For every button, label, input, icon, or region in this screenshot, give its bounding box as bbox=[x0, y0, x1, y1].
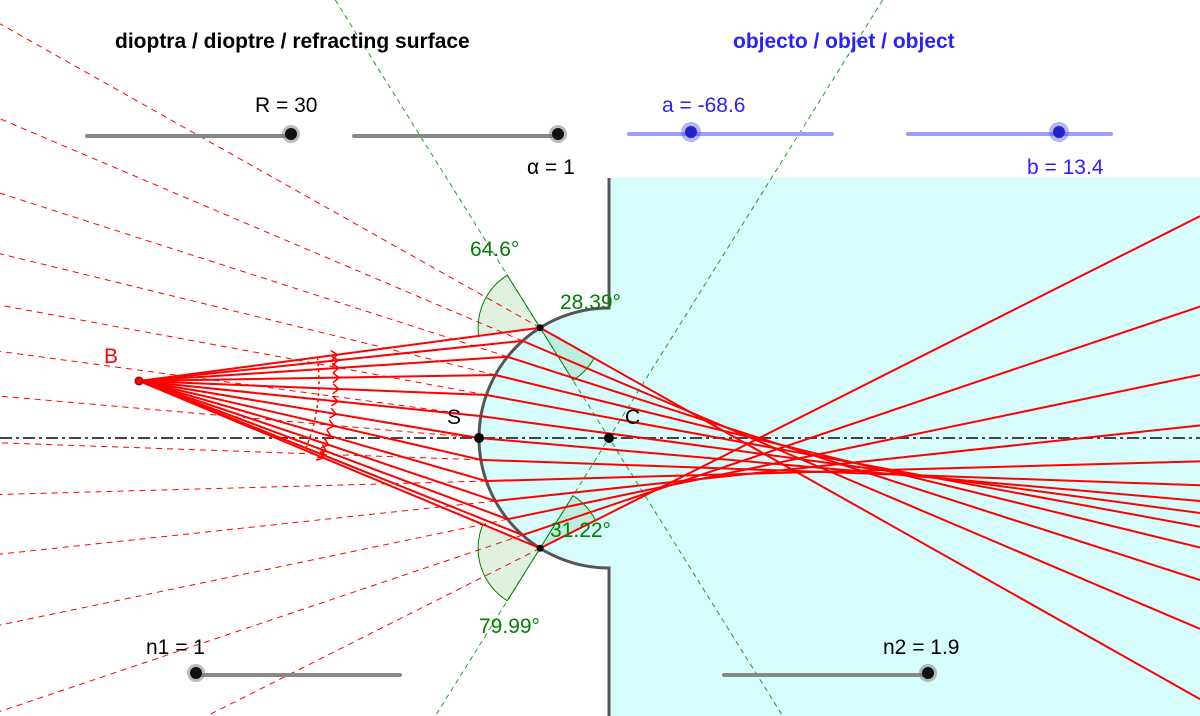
ray-direction-arrow bbox=[330, 349, 339, 361]
refracted-ray bbox=[486, 393, 1200, 528]
point-b-label: B bbox=[104, 345, 119, 368]
incident-angle-sector-bottom bbox=[477, 523, 541, 602]
refracted-ray bbox=[507, 373, 1200, 521]
angle-label-top-incident: 64.6° bbox=[470, 238, 520, 261]
virtual-ray-extension bbox=[0, 395, 480, 439]
n2-slider[interactable] bbox=[722, 667, 934, 679]
angle-label-bottom-refracted: 31.22° bbox=[550, 519, 611, 542]
virtual-ray-extension bbox=[0, 480, 487, 495]
refracted-ray bbox=[507, 355, 1200, 581]
virtual-ray-extension bbox=[0, 304, 487, 396]
n1-slider[interactable] bbox=[190, 667, 402, 679]
refracted-ray bbox=[486, 460, 1200, 483]
incident-ray bbox=[138, 380, 508, 521]
incident-ray bbox=[138, 380, 482, 461]
n1-slider-label: n1 = 1 bbox=[146, 636, 205, 659]
virtual-ray-extension bbox=[0, 118, 523, 342]
point-c bbox=[604, 433, 614, 443]
b-slider-label: b = 13.4 bbox=[1027, 156, 1104, 179]
incident-ray bbox=[138, 339, 523, 382]
virtual-ray-extension bbox=[0, 442, 481, 461]
ray-direction-arrow bbox=[331, 395, 340, 407]
incident-ray bbox=[138, 326, 541, 382]
incident-ray bbox=[138, 380, 541, 550]
refracted-ray bbox=[539, 215, 1200, 550]
hit-point-bottom bbox=[536, 544, 544, 552]
ray-direction-arrow bbox=[326, 419, 336, 431]
refracted-ray bbox=[478, 437, 1200, 502]
ray-direction-arrow bbox=[332, 372, 341, 384]
ray-direction-arrow bbox=[332, 383, 341, 395]
a-slider-knob[interactable] bbox=[685, 126, 698, 138]
point-s-label: S bbox=[447, 406, 462, 429]
ray-direction-arrow bbox=[323, 429, 333, 441]
surface-title: dioptra / dioptre / refracting surface bbox=[115, 30, 470, 53]
n2-slider-knob[interactable] bbox=[922, 667, 934, 679]
incident-ray bbox=[138, 355, 508, 382]
r-slider[interactable] bbox=[85, 128, 297, 140]
virtual-ray-extension bbox=[206, 547, 541, 716]
virtual-ray-extension bbox=[0, 23, 541, 329]
virtual-ray-extension bbox=[0, 350, 481, 417]
refracted-ray bbox=[480, 458, 1200, 487]
angle-label-bottom-incident: 79.99° bbox=[479, 615, 540, 638]
incident-ray bbox=[138, 380, 496, 502]
virtual-ray-extension bbox=[0, 253, 496, 376]
refracted-ray bbox=[522, 305, 1200, 537]
object-title: objecto / objet / object bbox=[733, 30, 955, 53]
angle-label-top-refracted: 28.39° bbox=[560, 291, 621, 314]
refracted-ray bbox=[495, 424, 1200, 503]
incident-angle-sector-top bbox=[477, 274, 541, 337]
incident-ray bbox=[138, 380, 487, 396]
virtual-ray-extension bbox=[0, 534, 523, 712]
incident-ray bbox=[138, 373, 496, 382]
b-slider-knob[interactable] bbox=[1053, 126, 1066, 138]
wavefront-arc bbox=[304, 357, 320, 451]
a-slider-label: a = -68.6 bbox=[662, 94, 746, 117]
incident-ray bbox=[138, 380, 481, 418]
alpha-slider-label: α = 1 bbox=[527, 156, 575, 179]
n2-slider-label: n2 = 1.9 bbox=[883, 636, 960, 659]
refracted-ray bbox=[539, 326, 1200, 700]
virtual-ray-extension bbox=[0, 518, 508, 626]
virtual-ray-extension bbox=[0, 192, 508, 358]
alpha-slider[interactable] bbox=[352, 128, 564, 140]
alpha-slider-knob[interactable] bbox=[552, 128, 564, 140]
normal-line-top bbox=[334, 0, 784, 716]
b-slider[interactable] bbox=[906, 126, 1113, 138]
incident-ray bbox=[138, 380, 480, 439]
hit-point-top bbox=[536, 324, 544, 332]
r-slider-knob[interactable] bbox=[285, 128, 297, 140]
medium-2-region bbox=[479, 178, 1200, 716]
point-s bbox=[474, 433, 484, 443]
ray-direction-arrow bbox=[331, 362, 340, 374]
a-slider[interactable] bbox=[627, 126, 834, 138]
ray-direction-arrow bbox=[315, 450, 325, 461]
r-slider-label: R = 30 bbox=[255, 94, 318, 117]
ray-direction-arrow bbox=[329, 407, 338, 419]
point-b bbox=[134, 376, 144, 386]
refracted-ray bbox=[522, 339, 1200, 630]
virtual-ray-extension bbox=[0, 500, 496, 555]
n1-slider-knob[interactable] bbox=[190, 667, 202, 679]
point-c-label: C bbox=[625, 406, 641, 429]
